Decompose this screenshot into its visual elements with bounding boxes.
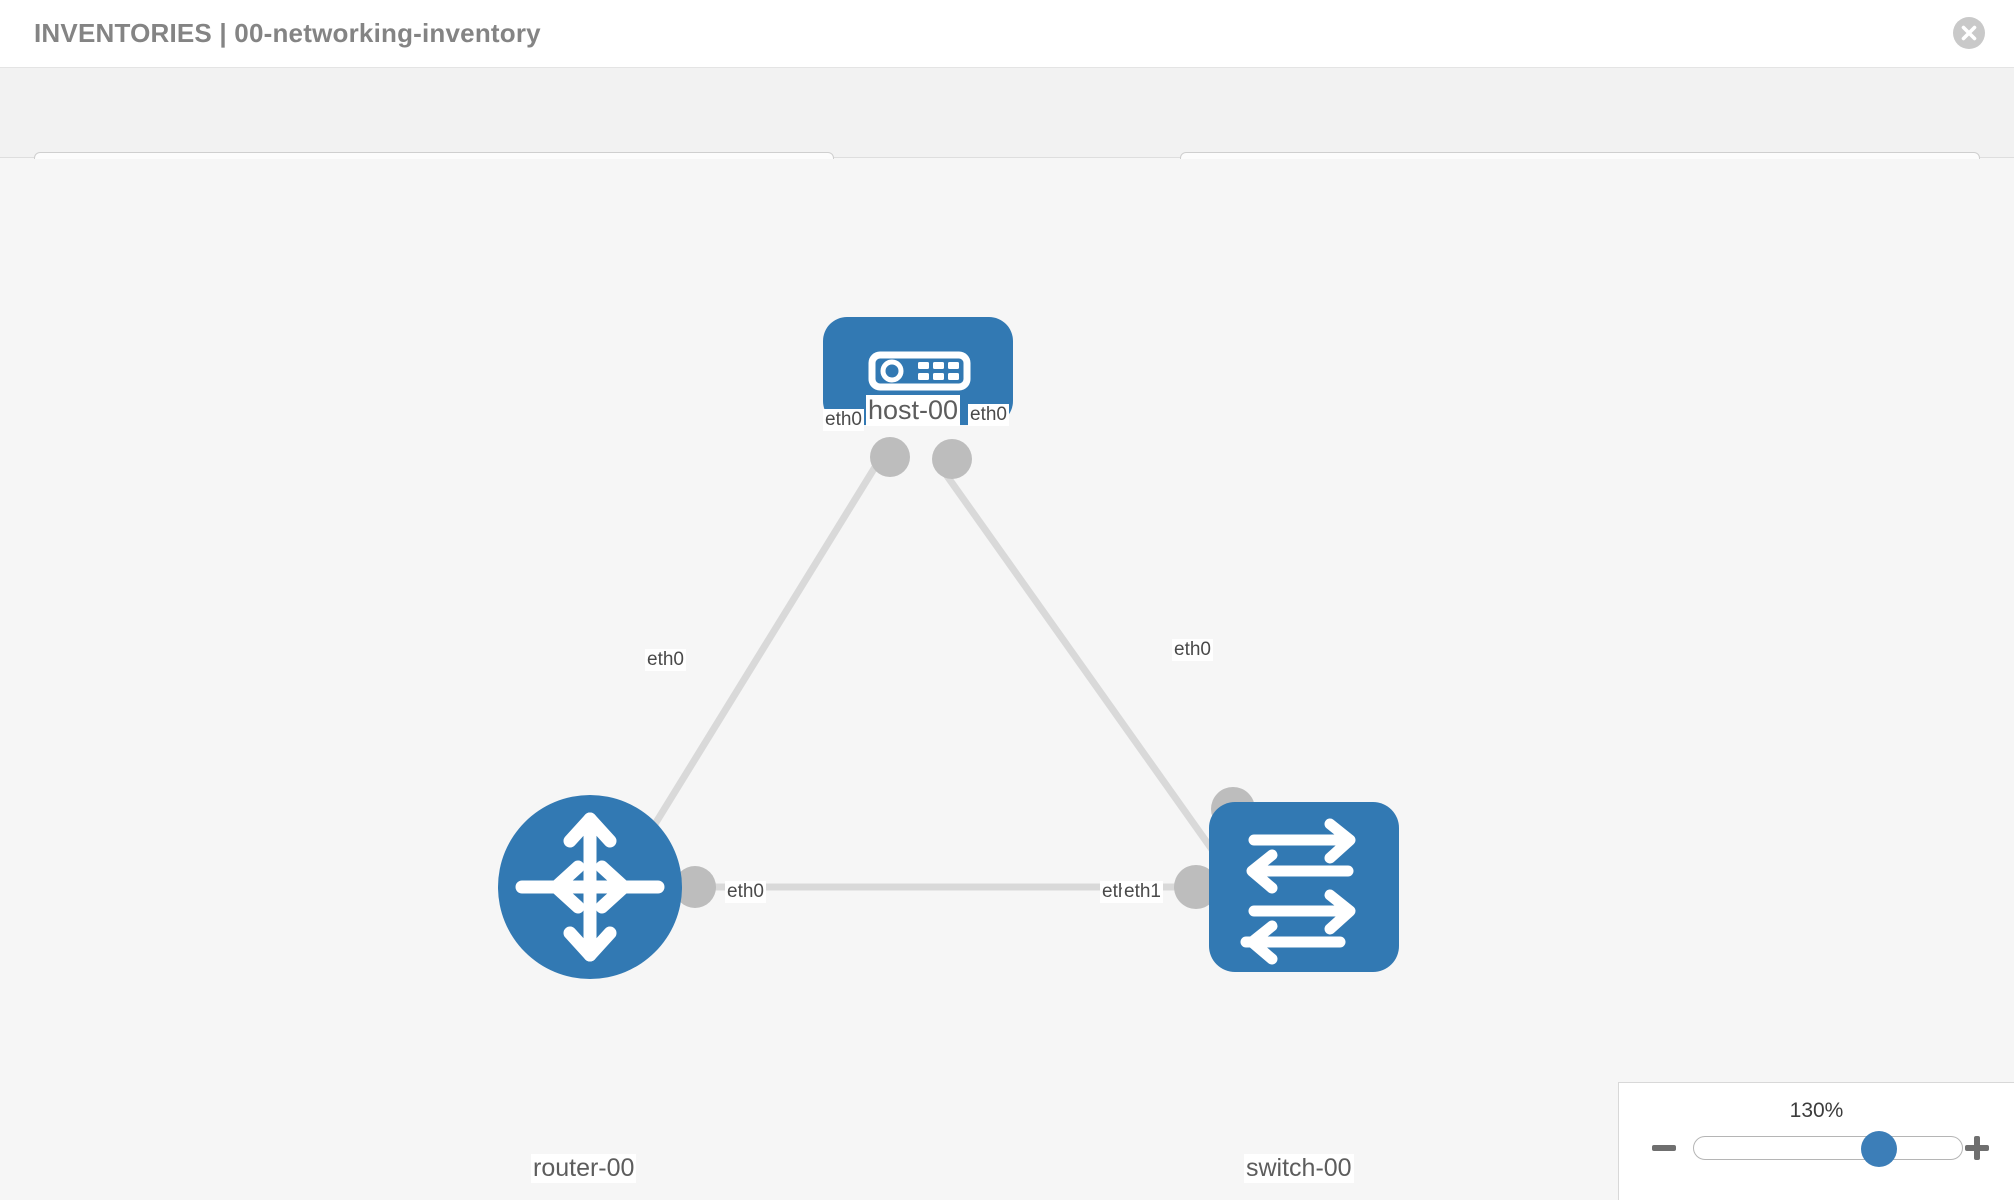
interface-label-host-left: eth0	[823, 409, 864, 431]
switch-arrows-icon	[1240, 818, 1356, 965]
topology-links	[612, 456, 1243, 892]
server-icon	[868, 351, 971, 391]
connector-host-right	[932, 439, 972, 479]
node-switch-00[interactable]	[1209, 802, 1399, 972]
topology-canvas[interactable]: host-00 router-00 switch-00 eth0 eth0 et…	[0, 159, 2014, 1200]
node-label-router-00: router-00	[531, 1154, 637, 1183]
connector-switch-left	[1174, 865, 1218, 909]
zoom-slider[interactable]	[1693, 1131, 1963, 1167]
close-icon[interactable]	[1952, 16, 1986, 50]
interface-label-router-top: eth0	[645, 649, 686, 671]
page-header: INVENTORIES | 00-networking-inventory	[0, 0, 2014, 68]
interface-connectors	[674, 437, 1255, 909]
node-label-switch-00: switch-00	[1244, 1154, 1354, 1183]
toolbar: ACTIONS SEARCH	[0, 68, 2014, 200]
connector-host-left	[870, 437, 910, 477]
zoom-slider-thumb[interactable]	[1861, 1131, 1897, 1167]
link-host-switch	[932, 456, 1243, 892]
router-arrows-icon	[515, 812, 665, 962]
interface-label-switch-top: eth0	[1172, 639, 1213, 661]
interface-label-host-right: eth0	[968, 404, 1009, 426]
zoom-control-panel: 130%	[1618, 1082, 2014, 1200]
interface-label-switch-left: eth1	[1122, 881, 1163, 903]
connector-router-right	[674, 866, 716, 908]
node-router-00[interactable]	[498, 795, 682, 979]
zoom-level-value: 130%	[1789, 1099, 1844, 1122]
zoom-in-button[interactable]	[1962, 1133, 1992, 1163]
node-label-host-00: host-00	[866, 395, 961, 427]
page-title: INVENTORIES | 00-networking-inventory	[34, 18, 541, 48]
topology-graph	[498, 317, 1399, 979]
zoom-out-button[interactable]	[1649, 1133, 1679, 1163]
link-host-router	[612, 457, 883, 891]
interface-label-router-right: eth0	[725, 881, 766, 903]
